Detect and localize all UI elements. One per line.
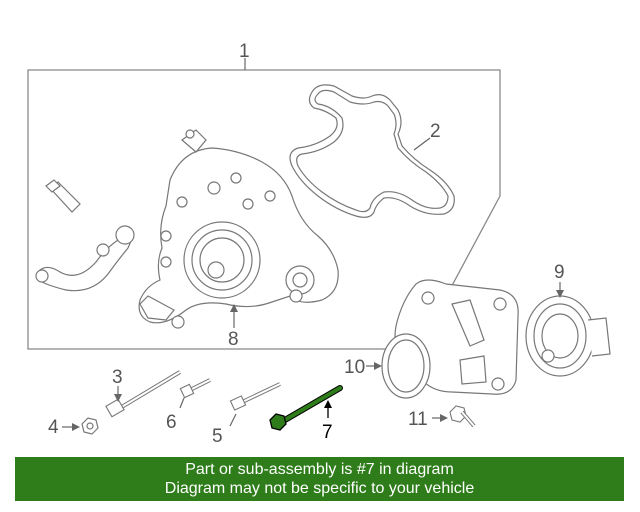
small-bolt-part-11[interactable] bbox=[449, 405, 476, 428]
info-banner: Part or sub-assembly is #7 in diagram Di… bbox=[15, 457, 624, 501]
callout-10[interactable]: 10 bbox=[344, 357, 365, 378]
long-bolt-part-3[interactable] bbox=[105, 370, 182, 418]
medium-bolt-part-5[interactable] bbox=[229, 382, 281, 411]
callout-1[interactable]: 1 bbox=[239, 41, 250, 62]
callout-5[interactable]: 5 bbox=[212, 426, 223, 447]
banner-line-disclaimer: Diagram may not be specific to your vehi… bbox=[164, 480, 475, 497]
gasket-part-2[interactable] bbox=[289, 84, 455, 218]
callout-arrow-7 bbox=[324, 400, 332, 408]
callout-8[interactable]: 8 bbox=[228, 329, 239, 350]
callout-arrow-9 bbox=[556, 290, 564, 298]
thermostat-part-9[interactable] bbox=[525, 295, 611, 377]
callout-2[interactable]: 2 bbox=[430, 121, 441, 142]
thermostat-housing-part-10[interactable] bbox=[381, 279, 519, 399]
assembly-fitting bbox=[35, 179, 135, 292]
highlighted-bolt-part-7[interactable] bbox=[269, 385, 343, 431]
callout-7[interactable]: 7 bbox=[322, 422, 333, 443]
callout-9[interactable]: 9 bbox=[554, 262, 565, 283]
callout-arrow-8 bbox=[230, 304, 238, 312]
callout-arrow-11 bbox=[440, 414, 448, 422]
banner-line-part: Part or sub-assembly is #7 in diagram bbox=[185, 461, 454, 478]
nut-part-4[interactable] bbox=[81, 417, 99, 435]
callout-arrow-4 bbox=[72, 423, 80, 431]
callout-6[interactable]: 6 bbox=[166, 412, 177, 433]
callout-arrow-10 bbox=[374, 362, 382, 370]
callout-arrow-3 bbox=[114, 394, 122, 402]
callout-leader-6 bbox=[179, 397, 185, 409]
callout-leader-5 bbox=[229, 413, 237, 427]
callout-leader-2 bbox=[413, 137, 431, 151]
callout-4[interactable]: 4 bbox=[48, 417, 59, 438]
water-pump-part-8[interactable] bbox=[138, 129, 339, 329]
callout-11[interactable]: 11 bbox=[408, 409, 428, 430]
callout-3[interactable]: 3 bbox=[112, 367, 123, 388]
short-bolt-part-6[interactable] bbox=[179, 378, 211, 399]
